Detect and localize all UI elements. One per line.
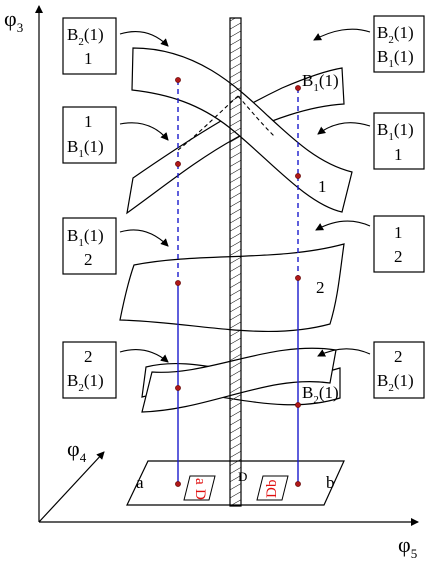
svg-text:1: 1 bbox=[84, 49, 93, 68]
svg-text:D: D bbox=[264, 487, 280, 498]
svg-text:a: a bbox=[192, 478, 208, 485]
left-point-2 bbox=[175, 161, 181, 167]
svg-text:B2(1): B2(1) bbox=[67, 25, 104, 48]
svg-text:2: 2 bbox=[394, 347, 403, 366]
right-point-1 bbox=[295, 85, 301, 91]
svg-text:B2(1): B2(1) bbox=[377, 371, 414, 394]
svg-text:D: D bbox=[192, 489, 208, 500]
svg-text:B2(1): B2(1) bbox=[67, 371, 104, 394]
svg-text:b: b bbox=[264, 480, 280, 488]
arrow-right-2 bbox=[317, 122, 371, 135]
right-box-1: B2(1) B1(1) bbox=[373, 15, 425, 73]
right-point-base bbox=[295, 481, 301, 487]
sheet-hidden-edge-right bbox=[237, 95, 275, 137]
base-region-a: a bbox=[136, 473, 144, 492]
arrow-left-1 bbox=[119, 31, 169, 47]
wall-label-d: D bbox=[238, 469, 247, 484]
wall-d-slab bbox=[229, 17, 242, 507]
svg-text:B2(1): B2(1) bbox=[377, 23, 414, 46]
svg-text:1: 1 bbox=[394, 223, 403, 242]
left-point-1 bbox=[175, 77, 181, 83]
left-patch bbox=[183, 475, 216, 501]
left-patch-text: a D bbox=[192, 478, 208, 500]
phi3-label: φ3 bbox=[4, 6, 23, 35]
svg-text:1: 1 bbox=[394, 145, 403, 164]
svg-text:2: 2 bbox=[84, 347, 93, 366]
vertical-lines bbox=[175, 77, 301, 487]
phi5-label: φ5 bbox=[398, 532, 417, 561]
svg-text:2: 2 bbox=[394, 247, 403, 266]
left-box-1: B2(1) 1 bbox=[62, 17, 117, 75]
right-boxes: B2(1) B1(1) B1(1) 1 1 2 2 B2(1) bbox=[373, 15, 425, 399]
right-point-4 bbox=[295, 402, 301, 408]
svg-text:2: 2 bbox=[84, 250, 93, 269]
right-point-3 bbox=[295, 275, 301, 281]
svg-text:B1(1): B1(1) bbox=[377, 120, 414, 143]
arrow-left-4 bbox=[119, 349, 169, 363]
arrow-right-4 bbox=[317, 348, 371, 357]
svg-text:B1(1): B1(1) bbox=[67, 137, 104, 160]
sheet-label-middle-right: 2 bbox=[316, 278, 325, 297]
sheet-label-lower-right: B2(1) bbox=[302, 383, 339, 406]
svg-text:1: 1 bbox=[84, 112, 93, 131]
arrows bbox=[119, 28, 371, 363]
right-box-2: B1(1) 1 bbox=[373, 112, 425, 170]
left-box-2: 1 B1(1) bbox=[62, 106, 117, 164]
left-point-base bbox=[175, 481, 181, 487]
wall-d bbox=[229, 17, 242, 507]
phi4-label: φ4 bbox=[67, 436, 87, 465]
left-boxes: B2(1) 1 1 B1(1) B1(1) 2 2 B2(1) bbox=[62, 17, 117, 399]
arrow-right-1 bbox=[313, 28, 371, 41]
left-box-4: 2 B2(1) bbox=[62, 341, 117, 399]
right-patch-text: D b bbox=[264, 480, 280, 499]
left-box-3: B1(1) 2 bbox=[62, 217, 117, 275]
sheet-labels: B1(1) 1 2 B2(1) bbox=[302, 71, 339, 406]
base-region-b: b bbox=[326, 473, 335, 492]
right-box-3: 1 2 bbox=[373, 215, 425, 273]
arrow-left-3 bbox=[119, 229, 169, 247]
arrow-right-3 bbox=[315, 220, 371, 231]
right-point-2 bbox=[295, 173, 301, 179]
left-point-4 bbox=[175, 385, 181, 391]
left-point-3 bbox=[175, 280, 181, 286]
svg-text:B1(1): B1(1) bbox=[377, 47, 414, 70]
phi4-axis bbox=[38, 451, 105, 523]
axes: φ3 φ4 φ5 bbox=[4, 5, 419, 561]
sheet-label-upper-right: 1 bbox=[318, 177, 327, 196]
svg-text:B1(1): B1(1) bbox=[67, 226, 104, 249]
arrow-left-2 bbox=[119, 122, 169, 141]
sheet-label-top-right: B1(1) bbox=[302, 71, 339, 94]
right-patch bbox=[256, 475, 289, 501]
right-box-4: 2 B2(1) bbox=[373, 341, 425, 399]
